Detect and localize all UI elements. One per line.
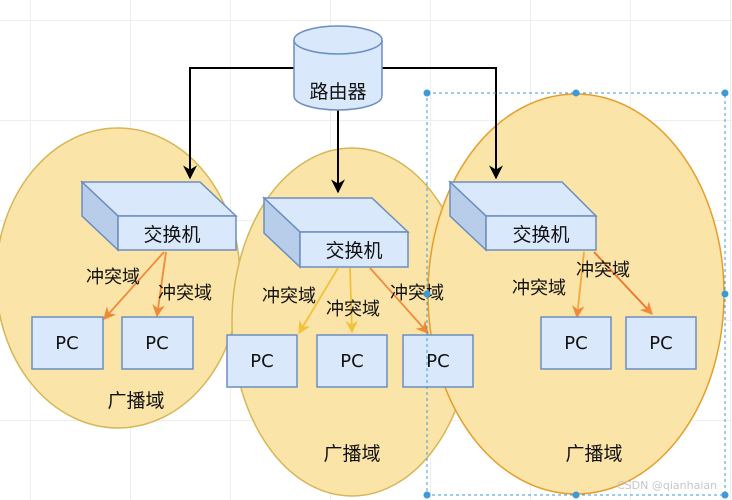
collision-label-left-1: 冲突域	[86, 267, 140, 288]
broadcast-domain-right[interactable]	[427, 93, 725, 495]
broadcast-label-left: 广播域	[107, 390, 164, 412]
edge-switch-right-to-pc-1[interactable]	[571, 251, 585, 319]
resize-handle-top-right[interactable]	[721, 89, 729, 97]
resize-handle-bottom-left[interactable]	[423, 491, 431, 499]
pc-label: PC	[145, 333, 168, 354]
resize-handle-top-left[interactable]	[423, 89, 431, 97]
pc-label: PC	[250, 351, 273, 372]
edge-switch-right-to-pc-2[interactable]	[593, 251, 653, 315]
router-label: 路由器	[309, 81, 366, 103]
resize-handle-left[interactable]	[423, 290, 431, 298]
router-node[interactable]: 路由器	[293, 25, 383, 111]
collision-label-right-1: 冲突域	[512, 278, 566, 299]
resize-handle-top[interactable]	[572, 89, 580, 97]
switch-middle[interactable]: 交换机	[262, 196, 410, 269]
pc-label: PC	[55, 333, 78, 354]
collision-label-middle-3: 冲突域	[390, 283, 444, 304]
broadcast-label-right: 广播域	[565, 443, 622, 465]
pc-label: PC	[426, 351, 449, 372]
edge-switch-left-to-pc-1[interactable]	[103, 251, 165, 320]
pc-left-2[interactable]: PC	[121, 316, 194, 370]
pc-right-1[interactable]: PC	[540, 316, 612, 370]
switch-right[interactable]: 交换机	[448, 180, 598, 252]
collision-label-middle-1: 冲突域	[262, 286, 316, 307]
switch-right-label: 交换机	[512, 224, 569, 246]
pc-label: PC	[340, 351, 363, 372]
pc-middle-3[interactable]: PC	[402, 334, 474, 388]
pc-label: PC	[564, 333, 587, 354]
pc-middle-1[interactable]: PC	[226, 334, 298, 388]
switch-left-label: 交换机	[143, 224, 200, 246]
switch-left[interactable]: 交换机	[80, 180, 238, 252]
pc-left-1[interactable]: PC	[31, 316, 104, 370]
edge-switch-middle-to-pc-1[interactable]	[298, 267, 339, 335]
watermark-text: CSDN @qianhaian	[617, 479, 717, 492]
edge-router-to-switch-right[interactable]	[381, 67, 503, 180]
pc-right-2[interactable]: PC	[625, 316, 697, 370]
selection-box[interactable]	[423, 89, 729, 499]
pc-middle-2[interactable]: PC	[316, 334, 388, 388]
resize-handle-right[interactable]	[721, 290, 729, 298]
broadcast-label-middle: 广播域	[323, 443, 380, 465]
resize-handle-bottom-right[interactable]	[721, 491, 729, 499]
collision-label-middle-2: 冲突域	[326, 299, 380, 320]
pc-label: PC	[649, 333, 672, 354]
edge-switch-middle-to-pc-3[interactable]	[369, 267, 429, 334]
edge-router-to-switch-left[interactable]	[183, 67, 296, 180]
edge-switch-middle-to-pc-2[interactable]	[345, 267, 358, 334]
edge-switch-left-to-pc-2[interactable]	[152, 251, 167, 318]
collision-label-right-2: 冲突域	[576, 260, 630, 281]
resize-handle-bottom[interactable]	[572, 491, 580, 499]
collision-label-left-2: 冲突域	[158, 283, 212, 304]
switch-middle-label: 交换机	[325, 240, 382, 262]
